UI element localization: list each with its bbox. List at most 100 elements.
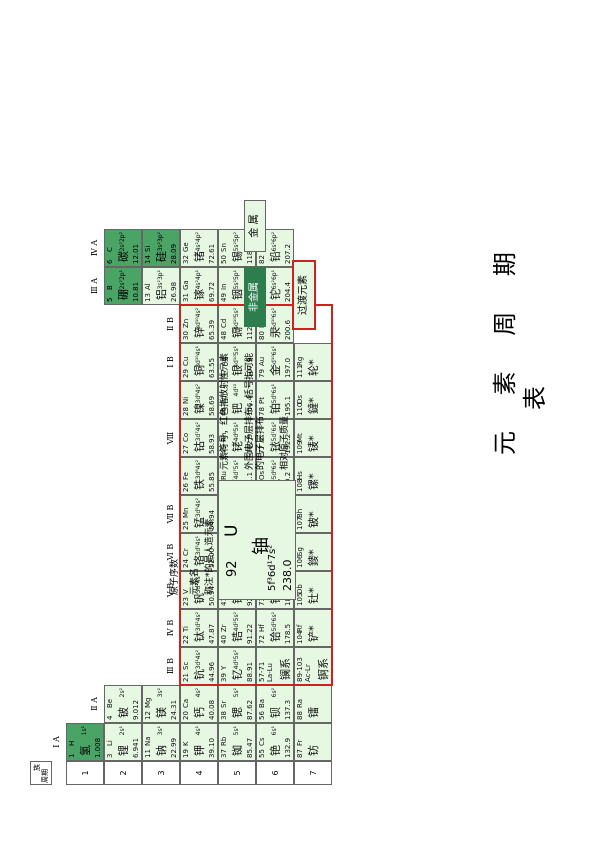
element-number: 5 [106, 297, 114, 302]
element-config: 1s¹ [81, 726, 88, 736]
corner-period-label: 周期 [41, 769, 49, 783]
element-mass: 40.08 [208, 699, 216, 720]
legend-atomic-number-label: 原子序数 [170, 558, 180, 595]
legend-sample-cell: 92 U 铀 5f³6d¹7s² 238.0 [218, 480, 296, 600]
element-config: 2s² [119, 688, 126, 698]
element-config: 2s¹ [119, 726, 126, 736]
element-name: 锗 [193, 251, 206, 262]
element-config: 3s² [157, 688, 164, 698]
element-symbol: Ge [182, 242, 190, 252]
group-header: Ⅱ B [166, 317, 175, 331]
element-symbol: Sr [220, 700, 228, 708]
element-number: 19 [182, 749, 190, 758]
element-name: 硅 [155, 251, 168, 262]
element-mass: 26.98 [170, 281, 178, 302]
element-config: 4s¹ [195, 726, 202, 736]
element-config: 3s¹ [157, 726, 164, 736]
period-label: 1 [66, 761, 104, 785]
corner-header: 族 周期 [30, 761, 52, 785]
element-mass: 22.99 [170, 737, 178, 758]
element-mass: 85.47 [246, 737, 254, 758]
element-number: 50 [220, 255, 228, 264]
element-config: 6s²6p² [271, 232, 278, 252]
legend-artificial-note: 称注*的是人造元素 [205, 518, 215, 595]
element-mass: 1.008 [94, 737, 102, 758]
element-mass: 24.31 [170, 699, 178, 720]
element-symbol: K [182, 741, 190, 746]
element-number: 88 [296, 711, 304, 720]
element-mass: 207.2 [284, 243, 292, 264]
element-name: 钫 [307, 745, 320, 756]
element-mass: 9.012 [132, 699, 140, 720]
element-symbol: Ca [182, 698, 190, 708]
legend-config-label: 外围电子层排布，括号指可能的电子层排布 [245, 352, 266, 470]
element-number: 82 [258, 255, 266, 264]
element-symbol: Fr [296, 739, 304, 746]
element-name: 碳 [117, 251, 130, 262]
legend-element-name-label: 元素名 [190, 567, 200, 595]
element-number: 32 [182, 255, 190, 264]
element-symbol: C [106, 247, 114, 252]
group-header: Ⅳ B [166, 619, 175, 637]
element-number: 87 [296, 749, 304, 758]
element-name: 铷 [231, 745, 244, 756]
element-number: 31 [182, 293, 190, 302]
element-mass: 137.3 [284, 699, 292, 720]
element-symbol: H [68, 740, 76, 746]
element-name: 铊 [269, 289, 282, 300]
page-title: 元 素 周 期 [491, 238, 519, 455]
legend-sample-config: 5f³6d¹7s² [267, 544, 278, 591]
element-symbol: Li [106, 740, 114, 746]
element-number: 6 [106, 259, 114, 264]
page-title-2: 表 [521, 372, 549, 410]
element-name: 硼 [117, 289, 130, 300]
element-config: 3s²3p¹ [157, 270, 164, 290]
period-label: 7 [294, 761, 332, 785]
element-name: 铝 [155, 289, 168, 300]
element-mass: 204.4 [284, 281, 292, 302]
element-name: 铯 [269, 745, 282, 756]
element-mass: 6.941 [132, 737, 140, 758]
element-symbol: Al [144, 283, 152, 290]
element-number: 55 [258, 749, 266, 758]
element-symbol: Ga [182, 280, 190, 290]
element-symbol: In [220, 283, 228, 290]
element-name: 氢 [79, 745, 92, 756]
element-config: 5s² [233, 688, 240, 698]
element-symbol: Sn [220, 243, 228, 252]
element-mass: 69.72 [208, 281, 216, 302]
element-number: 4 [106, 715, 114, 720]
element-config: 5s²5p¹ [233, 270, 240, 290]
element-number: 11 [144, 749, 152, 758]
legend-nonmetal-chip: 非金属 [244, 267, 266, 327]
element-config: 4s²4p¹ [195, 270, 202, 290]
legend-mass-label: 相对原子质量 [280, 415, 290, 470]
element-number: 49 [220, 293, 228, 302]
element-mass: 28.09 [170, 243, 178, 264]
element-name: 镭 [307, 707, 320, 718]
element-mass: 39.10 [208, 737, 216, 758]
group-header: Ⅲ A [90, 277, 99, 295]
element-number: 12 [144, 711, 152, 720]
element-number: 37 [220, 749, 228, 758]
legend-sample-number: 92 [225, 560, 240, 577]
group-header: Ⅰ B [166, 356, 175, 368]
legend-sample-symbol: U [222, 524, 242, 537]
element-number: 1 [68, 753, 76, 758]
element-symbol: Mg [144, 697, 152, 708]
group-header: Ⅳ A [90, 239, 99, 257]
